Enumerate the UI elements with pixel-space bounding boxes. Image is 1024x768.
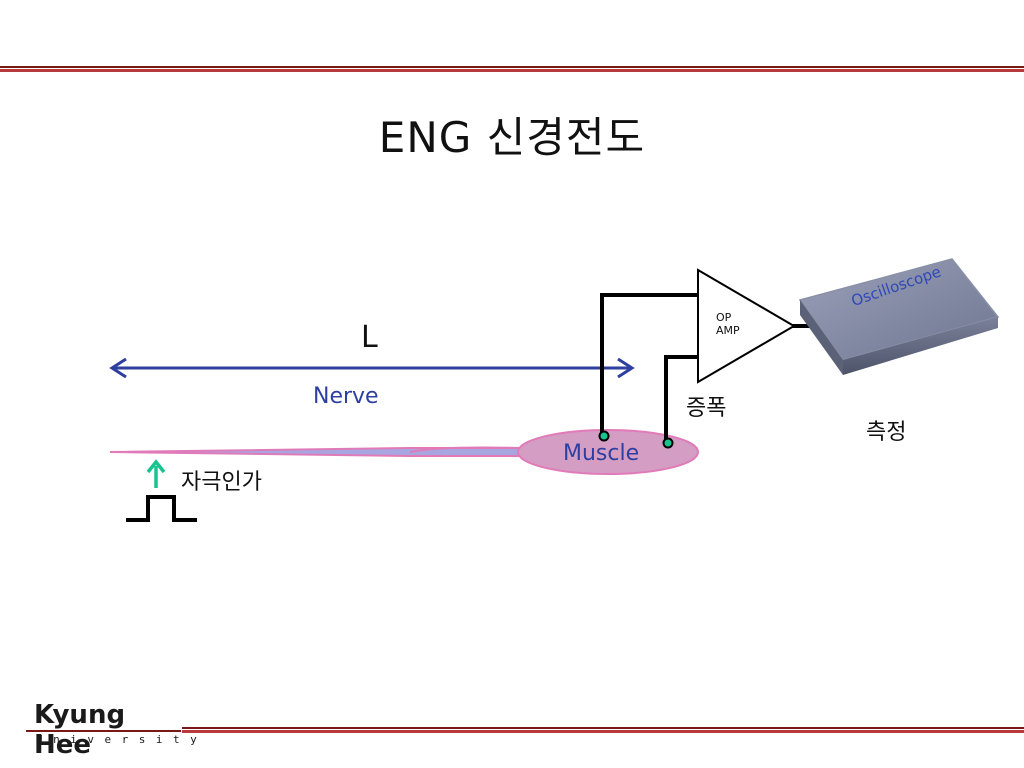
op-amp-label: OP AMP xyxy=(716,311,740,337)
length-label: L xyxy=(361,320,378,355)
op-amp-label-line1: OP xyxy=(716,311,732,324)
op-amp-triangle xyxy=(697,268,796,384)
amplify-label: 증폭 xyxy=(686,396,727,421)
university-logo: Kyung Hee University xyxy=(26,700,197,760)
logo-divider xyxy=(26,730,181,732)
stimulus-label: 자극인가 xyxy=(181,470,262,495)
page-title: ENG 신경전도 xyxy=(378,113,646,162)
muscle xyxy=(517,429,699,475)
logo-sub: University xyxy=(36,733,208,746)
length-arrow xyxy=(109,357,635,379)
logo-name: Kyung Hee xyxy=(34,700,126,760)
measure-label: 측정 xyxy=(866,420,907,445)
electrode-contact-1 xyxy=(598,430,610,442)
stimulus-pulse xyxy=(126,495,197,522)
electrode-contact-2 xyxy=(662,437,674,449)
nerve-label: Nerve xyxy=(313,384,379,409)
op-amp-label-line2: AMP xyxy=(716,324,740,337)
muscle-label: Muscle xyxy=(563,441,640,466)
oscilloscope xyxy=(798,258,1000,375)
top-rule xyxy=(0,66,1024,73)
stimulus-arrow xyxy=(146,459,166,488)
bottom-rule xyxy=(182,727,1024,734)
